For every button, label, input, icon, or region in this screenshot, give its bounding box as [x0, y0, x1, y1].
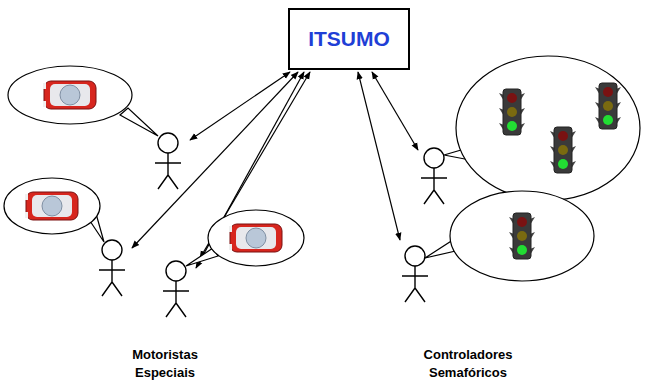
stick-figures	[99, 133, 447, 317]
traffic-light-icons	[499, 83, 621, 259]
system-name: ITSUMO	[308, 27, 390, 51]
group-label: Motoristas Especiais	[115, 346, 215, 382]
thought-bubbles	[4, 56, 640, 281]
group-label: Controladores Semafóricos	[403, 346, 533, 382]
car-icons	[25, 81, 282, 252]
system-box: ITSUMO	[288, 8, 410, 70]
arrows	[132, 72, 418, 268]
